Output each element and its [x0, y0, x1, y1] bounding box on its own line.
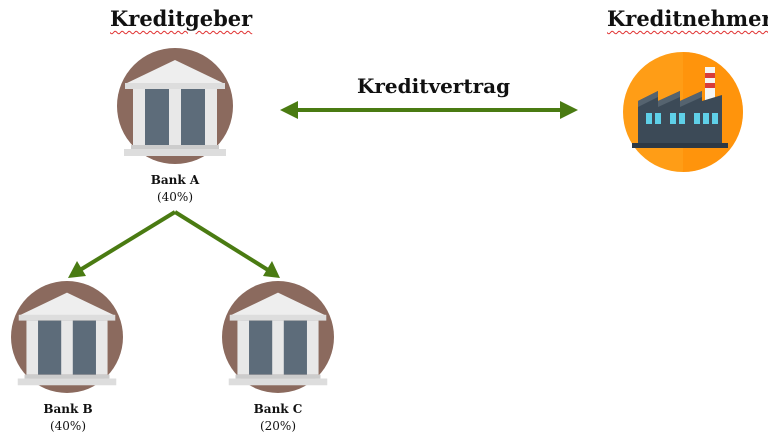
bank-b-share: (40%) — [49, 419, 87, 433]
contract-arrow — [280, 101, 578, 119]
bank-c-icon — [222, 281, 334, 393]
borrower-heading: Kreditnehmer — [607, 6, 768, 31]
bank-a-icon — [117, 48, 233, 164]
bank-a-name: Bank A — [150, 173, 200, 187]
bank-b-icon — [11, 281, 123, 393]
bank-c-share: (20%) — [259, 419, 297, 433]
contract-label: Kreditvertrag — [357, 74, 511, 98]
factory-icon — [623, 52, 743, 172]
bank-c-name: Bank C — [253, 402, 303, 416]
lender-heading: Kreditgeber — [110, 6, 253, 31]
arrow-bank-a-to-bank-c — [173, 210, 280, 278]
arrow-bank-a-to-bank-b — [68, 210, 177, 278]
bank-a-share: (40%) — [156, 190, 194, 204]
bank-b-name: Bank B — [43, 402, 93, 416]
